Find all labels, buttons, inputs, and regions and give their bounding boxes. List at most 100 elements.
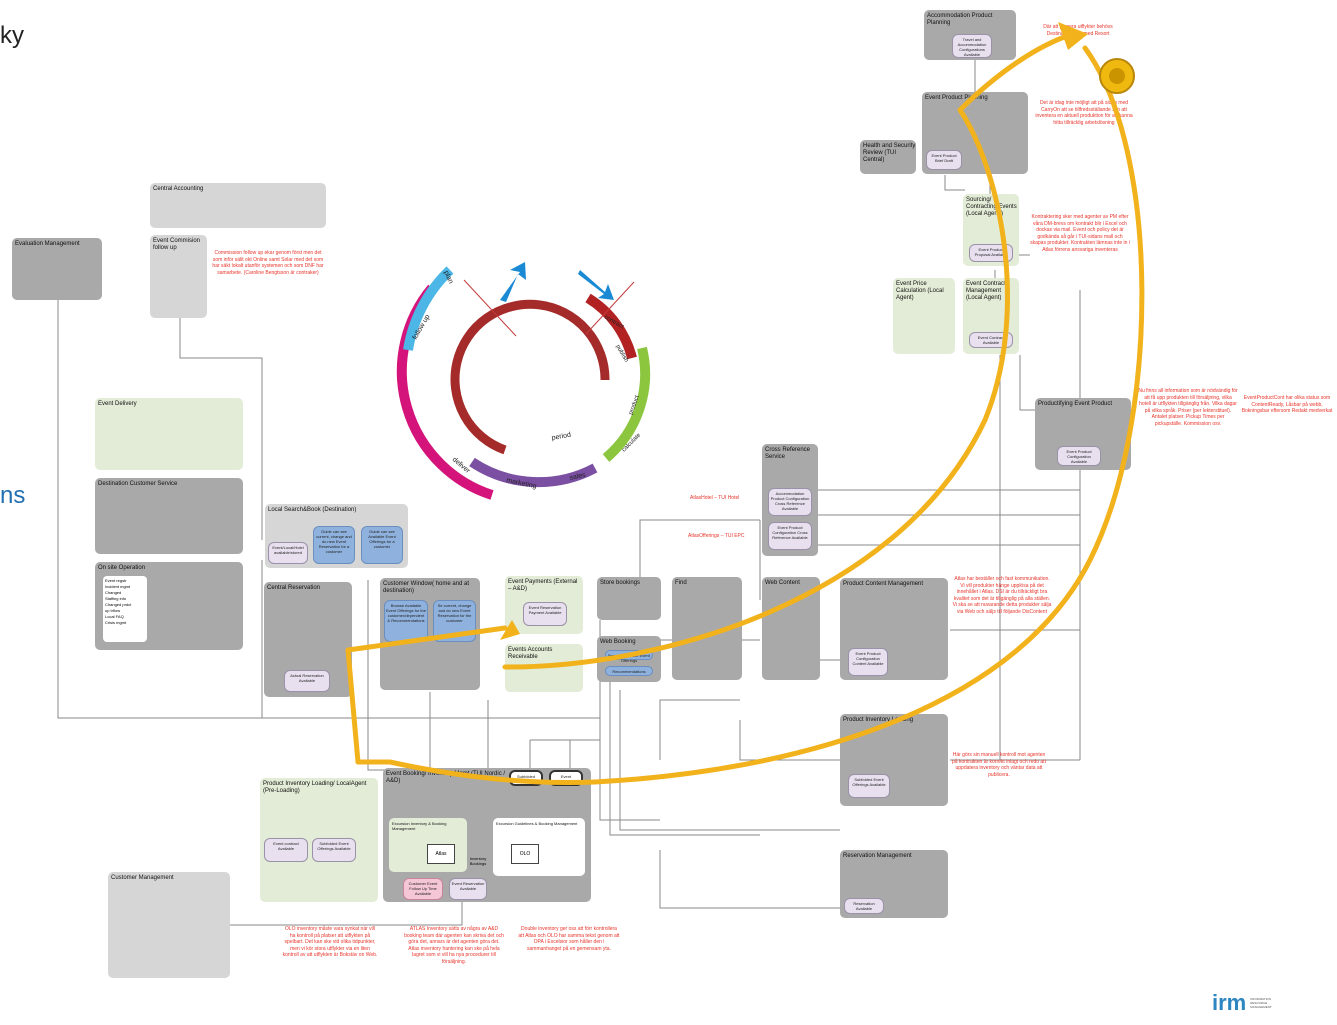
- accommodation-product-planning-box[interactable]: Accommodation Product Planning Travel an…: [924, 10, 1016, 60]
- reservation-management-box[interactable]: Reservation Management Reservation Avail…: [840, 850, 948, 918]
- event-payments-box[interactable]: Event Payments (External – A&D) Event Re…: [505, 576, 583, 634]
- box-title: Central Reservation: [267, 585, 321, 591]
- box-title: Destination Customer Service: [98, 481, 178, 487]
- excursion-guidelines-panel[interactable]: Excursion Guidelines & Booking Managemen…: [493, 818, 585, 876]
- box-title: Event Product Planning: [925, 95, 988, 101]
- destination-customer-service-box[interactable]: Destination Customer Service: [95, 478, 243, 554]
- flow-arrowhead-top-icon: [1058, 22, 1088, 50]
- pill-booking-1[interactable]: Customer Event Follow Up Time Available: [403, 878, 443, 900]
- box-title: Reservation Management: [843, 853, 912, 859]
- olo-node[interactable]: OLO: [511, 844, 539, 864]
- flow-arrow-outer-path: [355, 45, 1145, 786]
- list-item: Changed: [105, 590, 122, 595]
- pill-reservation[interactable]: Reservation Available: [844, 898, 884, 914]
- pill-local-search-2[interactable]: Guide can see current, change and do new…: [313, 526, 355, 564]
- pill-central-reservation[interactable]: Actual Reservation Available: [284, 670, 330, 692]
- central-reservation-box[interactable]: Central Reservation Actual Reservation A…: [264, 582, 352, 697]
- event-booking-inventory-box[interactable]: Event Booking/ Inventory Mgmt (TUI Nordi…: [383, 768, 591, 902]
- box-title: Customer Window( home and at destination…: [383, 581, 470, 594]
- on-site-list: Event regstr Incident mgmt Changed Staff…: [103, 576, 147, 642]
- event-delivery-box[interactable]: Event Delivery: [95, 398, 243, 470]
- excursion-inventory-panel[interactable]: Excursion Inventory & Booking Management…: [389, 818, 467, 872]
- wheel-label-period: period: [551, 432, 571, 442]
- pill-local-search-1[interactable]: Event/Local/Hotel available/stored: [268, 542, 308, 564]
- box-title: Event Delivery: [98, 401, 137, 407]
- list-item: Event regstr: [105, 578, 127, 583]
- wheel-sales-arc: [469, 457, 598, 488]
- pill-cross-ref-1[interactable]: Accommodation Product Configuration Cros…: [768, 488, 812, 516]
- note-atlas-offerings: AtlasOfferings – TUI EPC: [688, 533, 745, 539]
- logo-subtitle: INFORMATION RESOURCE MANAGEMENT: [1250, 997, 1272, 1009]
- product-inventory-loading-localagent-box[interactable]: Product Inventory Loading/ LocalAgent (P…: [260, 778, 378, 902]
- pill-product-content[interactable]: Event Product Configuration Content Avai…: [848, 648, 888, 676]
- event-price-calculation-box[interactable]: Event Price Calculation (Local Agent): [893, 278, 955, 354]
- sourcing-contracting-box[interactable]: Sourcing/ Contracting Events (Local Agen…: [963, 194, 1019, 266]
- pill-event-payments[interactable]: Event Reservation Payment Available: [523, 602, 567, 626]
- pill-inventory-loading[interactable]: Subfolded Event Offerings Available: [848, 774, 890, 798]
- event-commission-box[interactable]: Event Commision follow up: [150, 235, 207, 318]
- on-site-operation-box[interactable]: On site Operation Event regstr Incident …: [95, 562, 243, 650]
- central-accounting-box[interactable]: Central Accounting: [150, 183, 326, 228]
- flow-arrow-return-path: [345, 625, 508, 765]
- box-title: Health and Security Review (TUI Central): [863, 143, 916, 163]
- note-bottom-3: Double inventory ger oss att förr kontro…: [518, 926, 620, 952]
- pill-booking-2[interactable]: Event Reservation Available: [449, 878, 487, 900]
- box-title: Sourcing/ Contracting Events (Local Agen…: [966, 197, 1017, 217]
- note-bottom-1: OLO inventory måste vara synkat när vill…: [282, 926, 378, 958]
- pill-customer-window-1[interactable]: Browse Available Event Offerings for the…: [384, 600, 428, 642]
- note-event-planning: Det är idag inte möjligt att på sidan me…: [1035, 100, 1133, 126]
- note-bottom-2: ATLAS Inventory sätts av några av A&D bo…: [404, 926, 504, 965]
- box-title: Product Inventory Loading/ LocalAgent (P…: [263, 781, 367, 794]
- note-event-product-can: EventProductCont har olika status som Co…: [1241, 395, 1333, 414]
- box-title: Find: [675, 580, 687, 586]
- flow-arrowhead-mid-icon: [500, 620, 520, 640]
- note-content-mgmt: Atlas har beställer och fast kommunikati…: [952, 576, 1052, 615]
- pill-preload-1[interactable]: Event contract Available: [264, 838, 308, 862]
- box-title: Central Accounting: [153, 186, 204, 192]
- pill-contract[interactable]: Event Contract Available: [969, 332, 1013, 348]
- pill-local-search-3[interactable]: Guide can see Available Event Offerings …: [361, 526, 403, 564]
- box-title: Cross Reference Service: [765, 447, 811, 460]
- edge-title-fragment: ky: [0, 22, 24, 49]
- evaluation-management-box[interactable]: Evaluation Management: [12, 238, 102, 300]
- box-title: Web Content: [765, 580, 800, 586]
- pill-sourcing[interactable]: Event Product Proposal Available: [969, 244, 1013, 262]
- wheel-arrow-in-icon: [578, 270, 614, 300]
- health-security-review-box[interactable]: Health and Security Review (TUI Central): [860, 140, 916, 174]
- wheel-arrow-out-icon: [500, 262, 526, 302]
- pill-cross-ref-2[interactable]: Event Product Configuration Cross Refere…: [768, 522, 812, 550]
- cross-reference-service-box[interactable]: Cross Reference Service Accommodation Pr…: [762, 444, 818, 556]
- box-title: Event Commision follow up: [153, 238, 201, 251]
- pill-preload-2[interactable]: Subfolded Event Offerings Available: [312, 838, 356, 862]
- box-title: Web Booking: [600, 639, 636, 645]
- note-atlas-hotel: AtlasHotel – TUI Hotel: [690, 495, 740, 501]
- pill-web-booking-2[interactable]: Recommendations: [605, 666, 653, 676]
- box-title: Accommodation Product Planning: [927, 13, 993, 26]
- atlas-node[interactable]: Atlas: [427, 844, 455, 864]
- flow-start-marker-core: [1109, 68, 1125, 84]
- flow-arrow-inner-path: [502, 32, 1073, 670]
- wheel-follow-up-arc: [403, 266, 454, 351]
- list-item: up trflow: [105, 608, 121, 613]
- list-item: Staffing info: [105, 596, 127, 601]
- list-item: Incident mgmt: [105, 584, 131, 589]
- note-sourcing: Kontraktering sker med agenter av PM eft…: [1030, 214, 1130, 253]
- pill-event-planning[interactable]: Event Product Brief Draft: [926, 150, 962, 170]
- panel-title: Excursion Guidelines & Booking Managemen…: [496, 821, 578, 826]
- box-title: Event Payments (External – A&D): [508, 579, 578, 592]
- edge-subtitle-fragment: ns: [0, 482, 26, 509]
- customer-management-box[interactable]: Customer Management: [108, 872, 230, 978]
- box-title: Evaluation Management: [15, 241, 80, 247]
- pill-productifying[interactable]: Event Product Configuration Available: [1057, 446, 1101, 466]
- box-title: Event Contract Management (Local Agent): [966, 281, 1006, 301]
- product-content-management-box[interactable]: Product Content Management Event Product…: [840, 578, 948, 680]
- local-search-book-box[interactable]: Local Search&Book (Destination) Event/Lo…: [265, 504, 408, 568]
- logo-text: irm: [1212, 990, 1247, 1015]
- store-bookings-box[interactable]: Store bookings: [597, 577, 661, 620]
- product-inventory-loading-box[interactable]: Product Inventory Loading Subfolded Even…: [840, 714, 948, 806]
- box-title: On site Operation: [98, 565, 146, 571]
- pill-accommodation-planning[interactable]: Travel and Accommodation Configurations …: [952, 34, 992, 58]
- productifying-event-product-box[interactable]: Productifying Event Product Event Produc…: [1035, 398, 1131, 470]
